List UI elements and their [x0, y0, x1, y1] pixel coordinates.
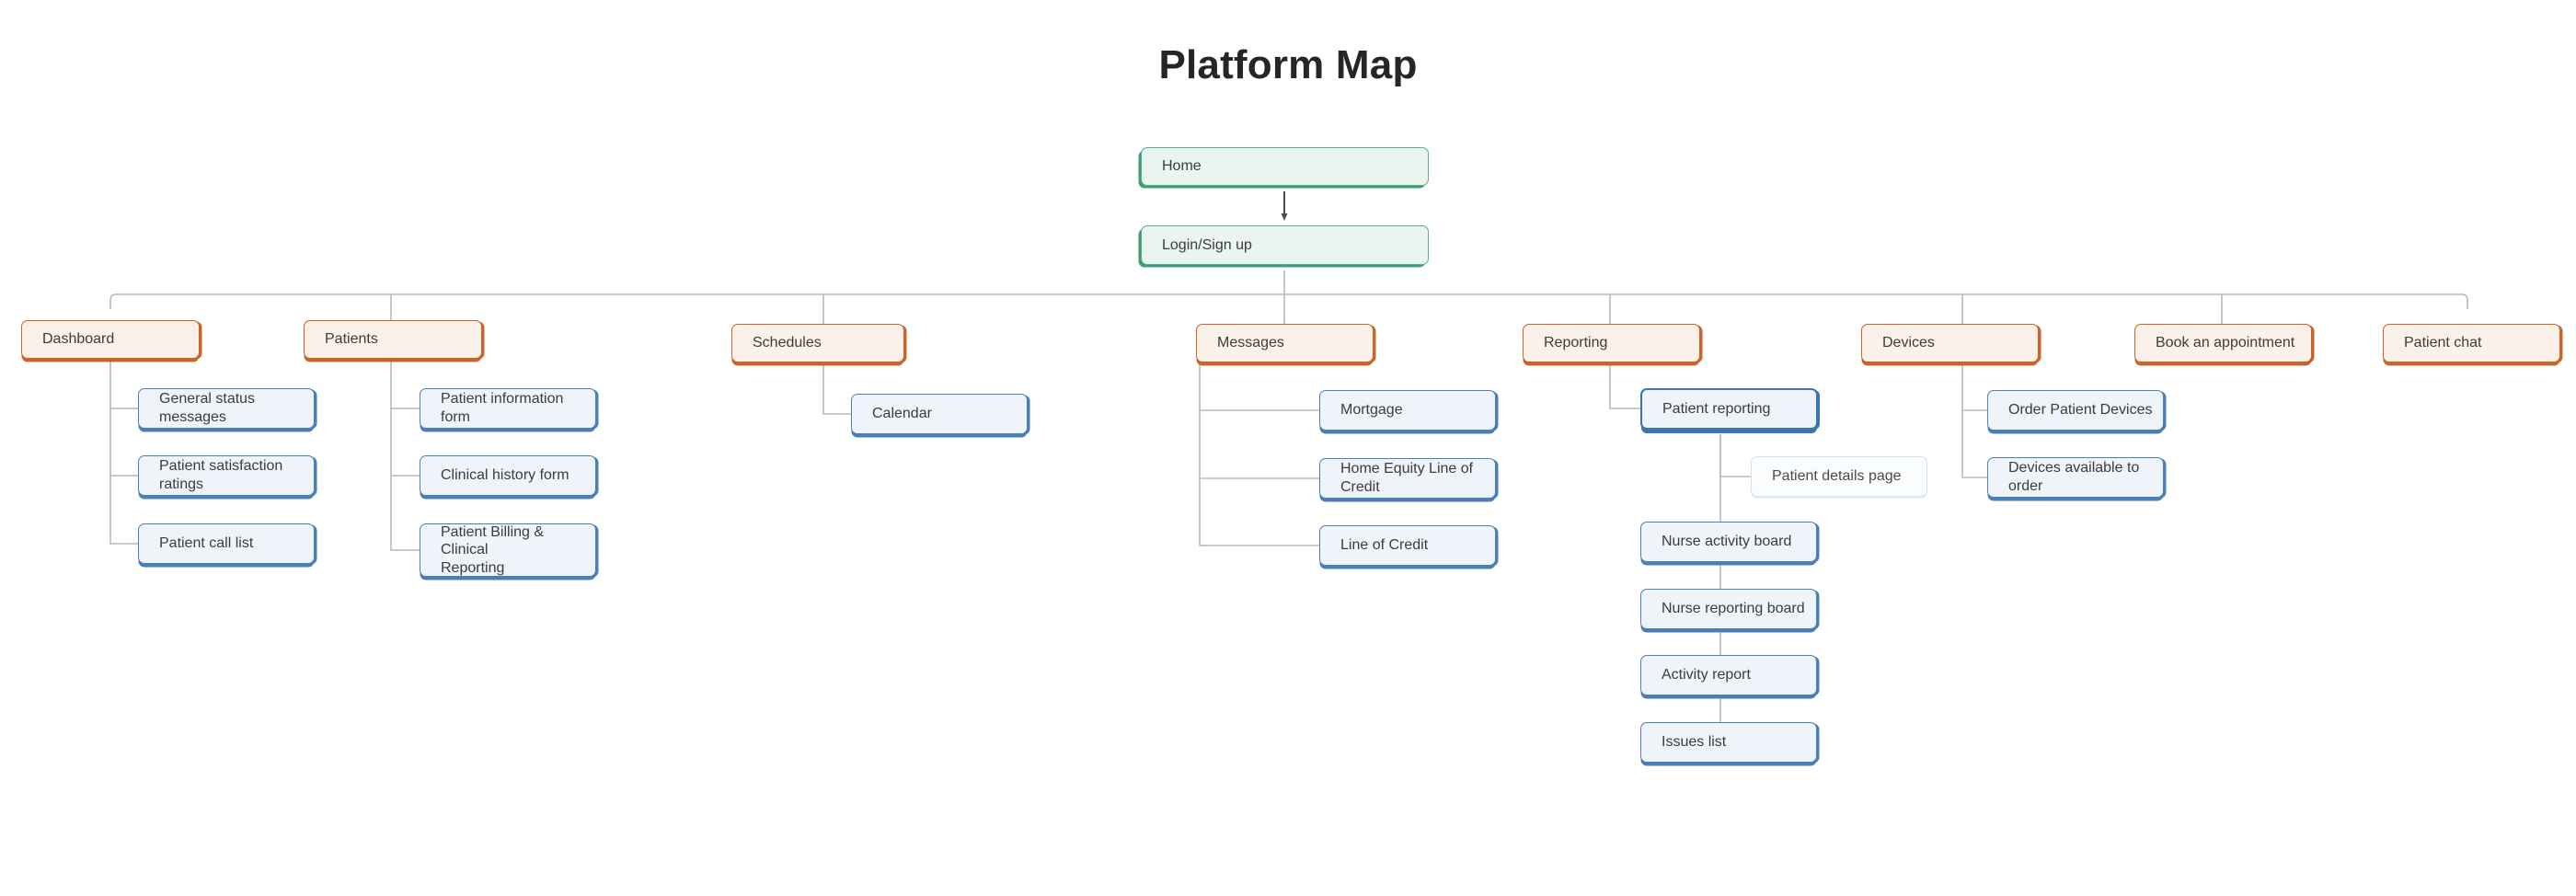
node-patient-chat[interactable]: Patient chat — [2383, 324, 2560, 362]
node-nurse-reporting-board[interactable]: Nurse reporting board — [1640, 589, 1817, 629]
node-activity-report[interactable]: Activity report — [1640, 655, 1817, 695]
node-home[interactable]: Home — [1141, 147, 1429, 186]
node-patient-billing-clinical-reporting[interactable]: Patient Billing & Clinical Reporting — [420, 523, 596, 577]
node-patients[interactable]: Patients — [304, 320, 482, 359]
node-schedules[interactable]: Schedules — [731, 324, 904, 362]
node-book-an-appointment[interactable]: Book an appointment — [2134, 324, 2312, 362]
node-general-status-messages[interactable]: General status messages — [138, 388, 315, 429]
page-title: Platform Map — [1158, 42, 1418, 87]
node-mortgage[interactable]: Mortgage — [1319, 390, 1496, 431]
node-line-of-credit[interactable]: Line of Credit — [1319, 525, 1496, 566]
node-dashboard[interactable]: Dashboard — [21, 320, 200, 359]
node-order-patient-devices[interactable]: Order Patient Devices — [1987, 390, 2164, 431]
node-clinical-history-form[interactable]: Clinical history form — [420, 455, 596, 496]
node-patient-call-list[interactable]: Patient call list — [138, 523, 315, 564]
node-patient-reporting[interactable]: Patient reporting — [1640, 388, 1818, 430]
node-login-signup[interactable]: Login/Sign up — [1141, 225, 1429, 265]
node-patient-details-page[interactable]: Patient details page — [1751, 456, 1927, 497]
node-devices[interactable]: Devices — [1861, 324, 2039, 362]
node-devices-available-to-order[interactable]: Devices available to order — [1987, 457, 2164, 498]
node-messages[interactable]: Messages — [1196, 324, 1374, 362]
node-patient-information-form[interactable]: Patient information form — [420, 388, 596, 429]
node-patient-satisfaction-ratings[interactable]: Patient satisfaction ratings — [138, 455, 315, 496]
node-calendar[interactable]: Calendar — [851, 394, 1028, 434]
node-nurse-activity-board[interactable]: Nurse activity board — [1640, 522, 1817, 562]
node-reporting[interactable]: Reporting — [1523, 324, 1700, 362]
node-home-equity-line-of-credit[interactable]: Home Equity Line of Credit — [1319, 458, 1496, 499]
node-issues-list[interactable]: Issues list — [1640, 722, 1817, 763]
